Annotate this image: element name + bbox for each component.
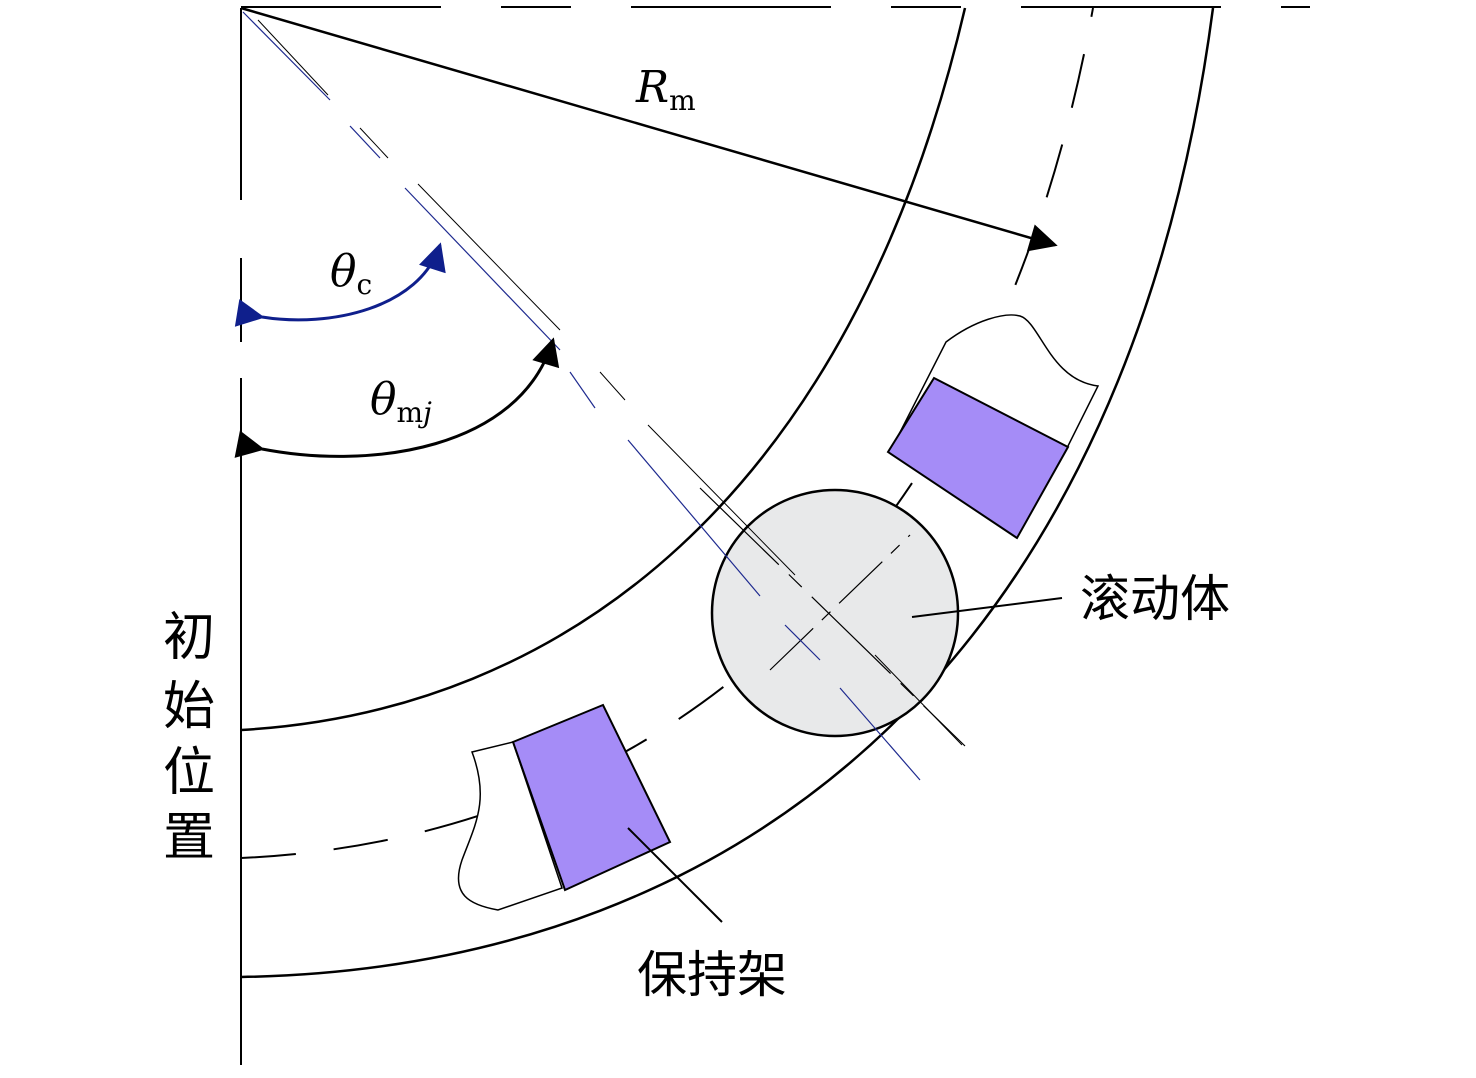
radius-label: Rm xyxy=(635,62,696,117)
element-angle-arc xyxy=(234,337,560,458)
cage-angle-label: θc xyxy=(330,246,372,301)
cage-leader xyxy=(627,827,723,923)
radius-arrow xyxy=(240,6,1058,252)
initial-position-label: 初 始 位 置 xyxy=(163,608,215,868)
svg-text:置: 置 xyxy=(163,808,215,868)
cage-block-lower xyxy=(511,703,672,892)
ball-cross-line xyxy=(769,534,911,671)
cage-block-upper xyxy=(886,376,1070,540)
rolling-element-label: 滚动体 xyxy=(1080,570,1230,628)
outer-raceway-arc xyxy=(240,7,1215,979)
cage-angle-arc xyxy=(234,242,446,327)
rolling-element-ball xyxy=(710,488,960,738)
cage-label: 保持架 xyxy=(637,946,787,1004)
ball-axis-line xyxy=(699,487,966,747)
cage-pocket-lower xyxy=(457,741,563,911)
element-angle-label: θmj xyxy=(370,374,432,429)
svg-text:位: 位 xyxy=(163,743,215,803)
svg-text:始: 始 xyxy=(163,677,215,737)
rolling-element-leader xyxy=(911,597,1063,618)
svg-text:初: 初 xyxy=(163,608,215,668)
inner-raceway-arc xyxy=(240,7,967,732)
radial-reference-lines xyxy=(242,11,963,781)
